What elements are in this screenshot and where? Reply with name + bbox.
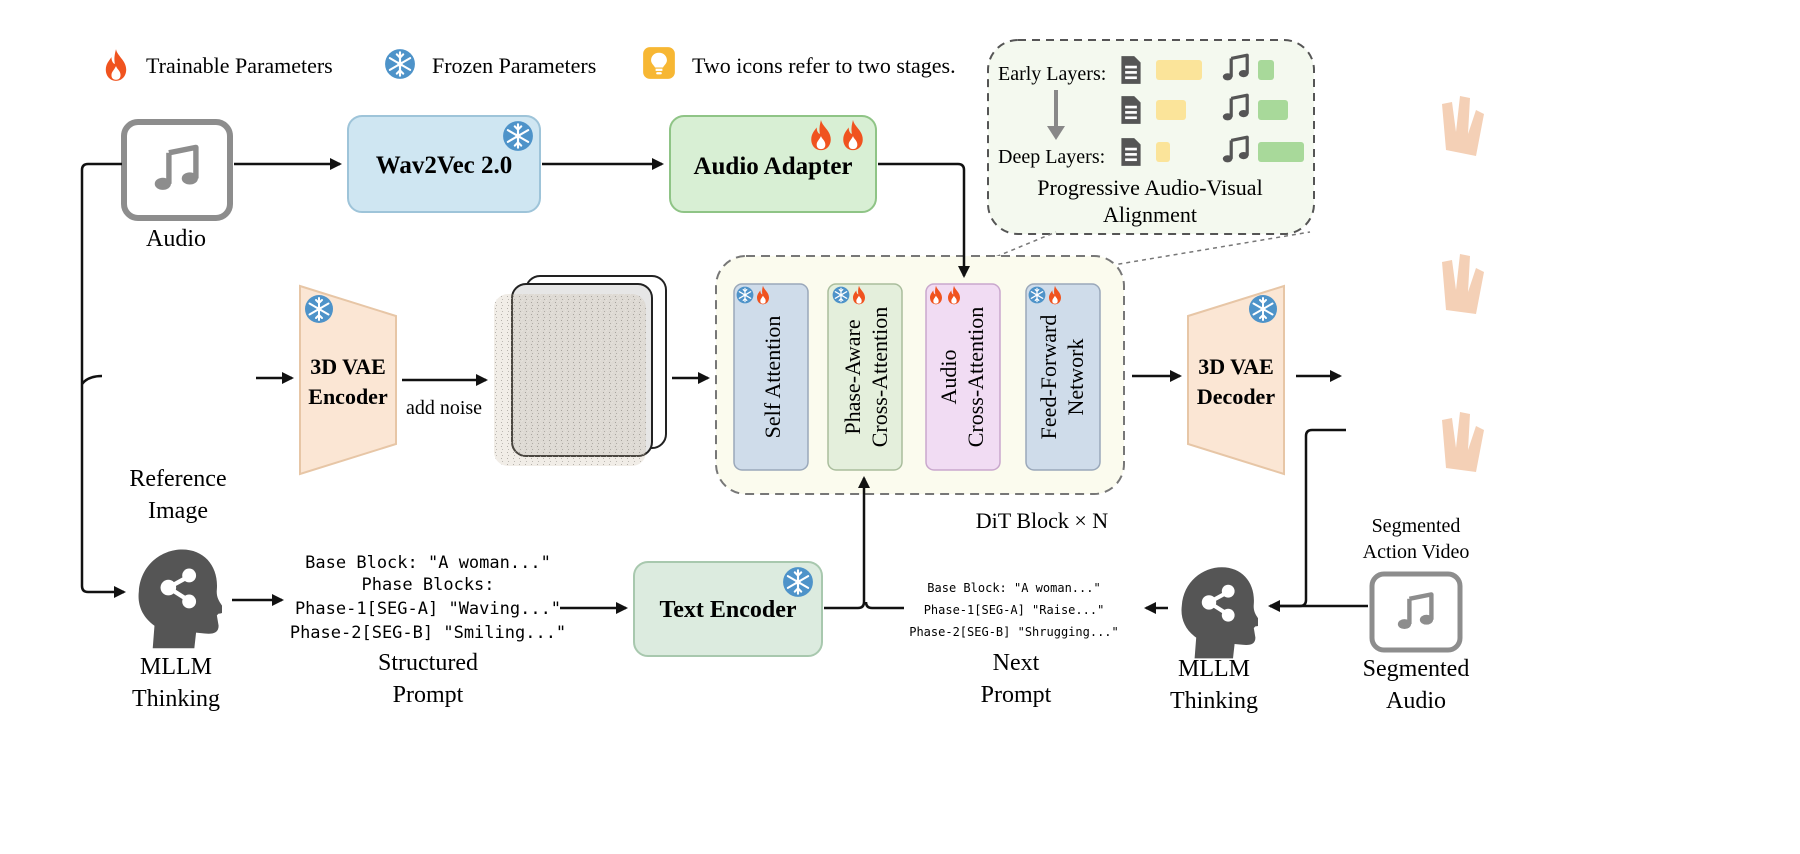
segmented-audio: Segmented Audio — [1363, 571, 1470, 714]
segmented-audio-line1: Segmented — [1363, 656, 1470, 682]
wav2vec-label: Wav2Vec 2.0 — [376, 152, 513, 179]
arrow-audio-to-mllm-left — [80, 162, 126, 598]
legend-trainable-label: Trainable Parameters — [146, 53, 333, 78]
structured-prompt-line-1: Base Block: "A woman..." — [305, 553, 551, 573]
encoder-label-line1: 3D VAE — [310, 354, 386, 379]
structured-prompt-caption-line1: Structured — [378, 650, 478, 676]
text-bar-early — [1156, 60, 1202, 80]
structured-prompt-line-4: Phase-2[SEG-B] "Smiling..." — [290, 623, 566, 643]
phase-aware-block — [827, 283, 903, 471]
output-video-frames: Segmented Action Video — [1348, 40, 1486, 563]
self-attention-label: Self Attention — [760, 316, 785, 439]
text-doc-icon-early — [1121, 56, 1141, 84]
text-encoder-label: Text Encoder — [659, 597, 796, 623]
text-encoder-snowflake-icon — [782, 566, 814, 598]
audio-bar-early — [1258, 60, 1274, 80]
decoder-label-line1: 3D VAE — [1198, 354, 1274, 379]
alignment-caption-line2: Alignment — [1103, 202, 1197, 227]
mllm-right: MLLM Thinking — [1170, 567, 1261, 714]
reference-label-line2: Image — [148, 498, 208, 524]
reference-portrait — [102, 290, 254, 462]
legend: Trainable Parameters Frozen Parameters T… — [105, 47, 956, 81]
structured-prompt-caption-line2: Prompt — [393, 682, 464, 708]
audio-label: Audio — [146, 226, 206, 252]
mllm-left: MLLM Thinking — [132, 549, 224, 712]
next-prompt-caption-line2: Prompt — [981, 682, 1052, 708]
ffn-label-line1: Feed-Forward — [1036, 315, 1061, 440]
next-prompt-caption-line1: Next — [993, 650, 1040, 676]
audio-adapter-block: Audio Adapter — [669, 115, 877, 213]
structured-prompt-line-2: Phase Blocks: — [361, 575, 494, 595]
audio-ca-label-line2: Cross-Attention — [963, 307, 988, 448]
reference-image: Reference Image — [102, 290, 254, 524]
next-prompt-line-2: Phase-1[SEG-A] "Raise..." — [924, 603, 1105, 617]
next-prompt: Base Block: "A woman..." Phase-1[SEG-A] … — [909, 581, 1119, 708]
audio-bar-deep — [1258, 142, 1304, 162]
legend-stages-label: Two icons refer to two stages. — [692, 53, 956, 78]
ffn-label-line2: Network — [1063, 339, 1088, 416]
arrow-text-encoder-to-phase-ca — [824, 476, 870, 610]
structured-prompt: Base Block: "A woman..." Phase Blocks: P… — [290, 553, 566, 708]
phase-snowflake-icon — [832, 286, 850, 304]
decoder-snowflake-icon — [1248, 294, 1278, 324]
encoder-label-line2: Encoder — [308, 384, 388, 409]
arrow-adapter-to-audio-ca — [878, 162, 970, 278]
encoder-snowflake-icon — [304, 294, 334, 324]
early-layers-label: Early Layers: — [998, 63, 1106, 85]
connector-next-prompt-to-junction — [864, 601, 904, 610]
frame2-hand — [1442, 254, 1484, 314]
audio-input: Audio — [121, 119, 233, 252]
trainable-flame-icon — [105, 49, 127, 81]
output-video-label-line2: Action Video — [1363, 541, 1470, 563]
mllm-left-line1: MLLM — [140, 654, 212, 680]
deep-layers-label: Deep Layers: — [998, 146, 1105, 168]
self-attn-snowflake-icon — [736, 286, 754, 304]
wav2vec-block: Wav2Vec 2.0 — [347, 115, 541, 213]
dit-block: Self Attention Phase-Aware Cross-Attenti… — [715, 255, 1125, 495]
legend-frozen-label: Frozen Parameters — [432, 53, 596, 78]
segmented-audio-line2: Audio — [1386, 688, 1446, 714]
mllm-left-line2: Thinking — [132, 686, 220, 712]
self-attention-block — [733, 283, 809, 471]
audio-adapter-label: Audio Adapter — [693, 153, 852, 180]
phase-aware-label-line1: Phase-Aware — [840, 319, 865, 434]
next-prompt-line-3: Phase-2[SEG-B] "Shrugging..." — [909, 625, 1119, 639]
mllm-right-line2: Thinking — [1170, 688, 1258, 714]
ffn-snowflake-icon — [1028, 286, 1046, 304]
text-encoder-block: Text Encoder — [633, 561, 823, 657]
text-doc-icon-mid — [1121, 96, 1141, 124]
feed-forward-block — [1025, 283, 1101, 471]
vae-encoder: 3D VAE Encoder — [299, 284, 397, 476]
connector-reference-to-trunk — [81, 374, 103, 385]
mllm-right-line1: MLLM — [1178, 656, 1250, 682]
audio-bar-mid — [1258, 100, 1288, 120]
dit-caption: DiT Block × N — [976, 508, 1108, 533]
mllm-right-head-icon — [1182, 567, 1261, 658]
text-bar-mid — [1156, 100, 1186, 120]
callout-leader-left — [929, 231, 1057, 285]
frozen-snowflake-icon — [384, 48, 416, 80]
vae-decoder: 3D VAE Decoder — [1187, 284, 1285, 476]
alignment-callout: Early Layers: Deep Layers: Progressive A… — [987, 39, 1315, 235]
mllm-left-head-icon — [139, 549, 225, 648]
text-bar-deep — [1156, 142, 1170, 162]
reference-label-line1: Reference — [129, 466, 226, 492]
connectors — [80, 158, 1368, 614]
phase-aware-label-line2: Cross-Attention — [867, 307, 892, 448]
alignment-caption-line1: Progressive Audio-Visual — [1037, 175, 1262, 200]
output-video-label-line1: Segmented — [1372, 515, 1461, 537]
lightbulb-icon — [643, 47, 675, 79]
wav2vec-snowflake-icon — [502, 120, 534, 152]
frame3-hand — [1442, 412, 1484, 472]
next-prompt-line-1: Base Block: "A woman..." — [927, 581, 1100, 595]
add-noise-label: add noise — [406, 397, 482, 419]
decoder-label-line2: Decoder — [1197, 384, 1275, 409]
frame1-hand — [1442, 96, 1484, 156]
structured-prompt-line-3: Phase-1[SEG-A] "Waving..." — [295, 599, 561, 619]
audio-ca-label-line1: Audio — [936, 350, 961, 405]
text-doc-icon-deep — [1121, 138, 1141, 166]
noisy-latent-stack — [494, 275, 667, 466]
audio-cross-attention-block — [925, 283, 1001, 471]
